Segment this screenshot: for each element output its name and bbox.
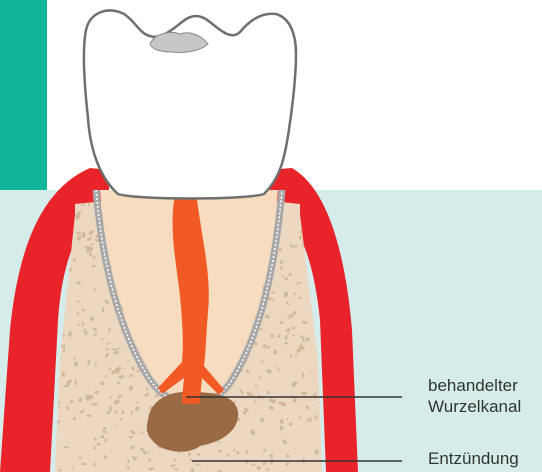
teal-accent-block <box>0 0 47 190</box>
bone-speckle <box>274 350 277 352</box>
bone-speckle <box>131 410 133 415</box>
label-treated-root-canal: behandelter Wurzelkanal <box>428 375 521 417</box>
label-inflammation: Entzündung <box>428 448 519 469</box>
label-root-canal-line1: behandelter <box>428 375 521 396</box>
bone-speckle <box>143 451 147 455</box>
bone-speckle <box>63 344 65 349</box>
label-root-canal-line2: Wurzelkanal <box>428 396 521 417</box>
